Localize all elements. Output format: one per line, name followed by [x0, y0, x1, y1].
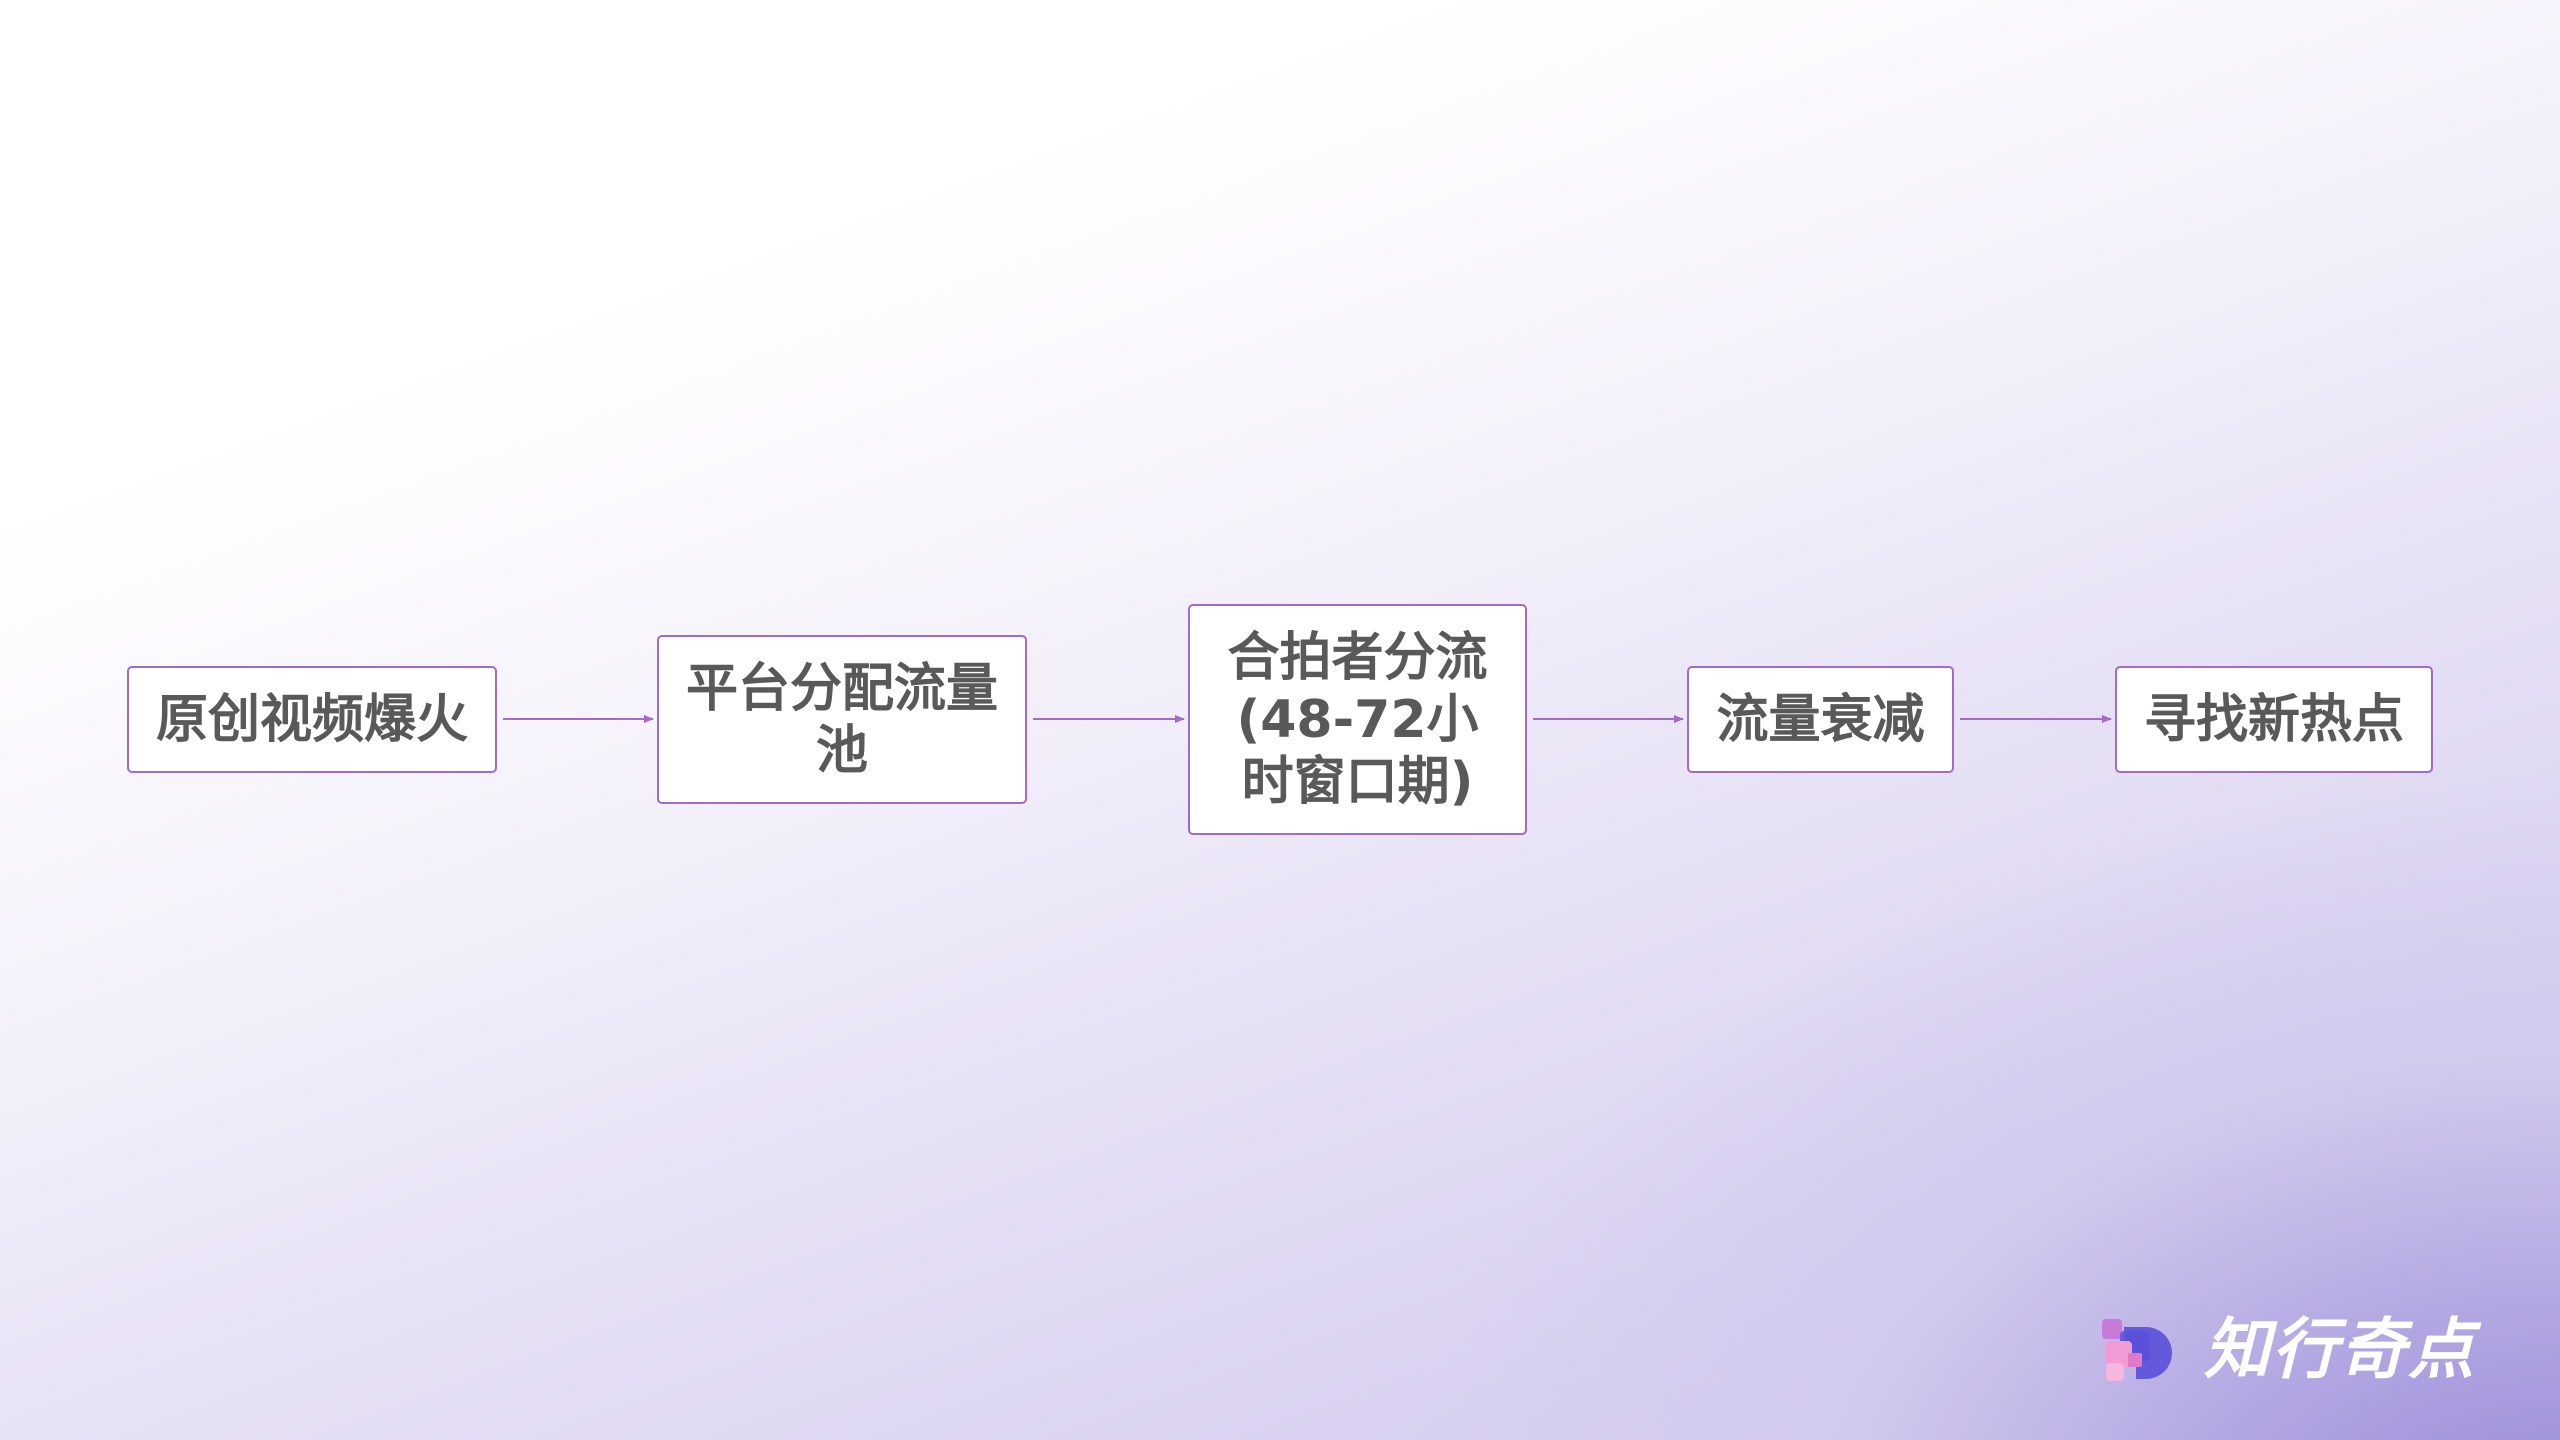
flow-node-traffic-decay: 流量衰减	[1687, 666, 1954, 773]
flow-node-label: 寻找新热点	[2143, 689, 2404, 750]
flow-node-label: 合拍者分流(48-72小时窗口期)	[1227, 627, 1488, 812]
brand-logo-icon	[2102, 1319, 2172, 1381]
flow-node-traffic-pool: 平台分配流量池	[657, 635, 1027, 804]
brand-logo-text: 知行奇点	[2204, 1311, 2476, 1388]
flow-node-label: 平台分配流量池	[685, 658, 998, 781]
flow-node-label: 流量衰减	[1716, 689, 1925, 750]
flow-node-duet-split: 合拍者分流(48-72小时窗口期)	[1188, 604, 1527, 835]
flow-node-new-hotspot: 寻找新热点	[2115, 666, 2433, 773]
flow-node-label: 原创视频爆火	[155, 689, 468, 750]
flow-node-original-video: 原创视频爆火	[127, 666, 497, 773]
brand-logo: 知行奇点	[2100, 1310, 2520, 1390]
